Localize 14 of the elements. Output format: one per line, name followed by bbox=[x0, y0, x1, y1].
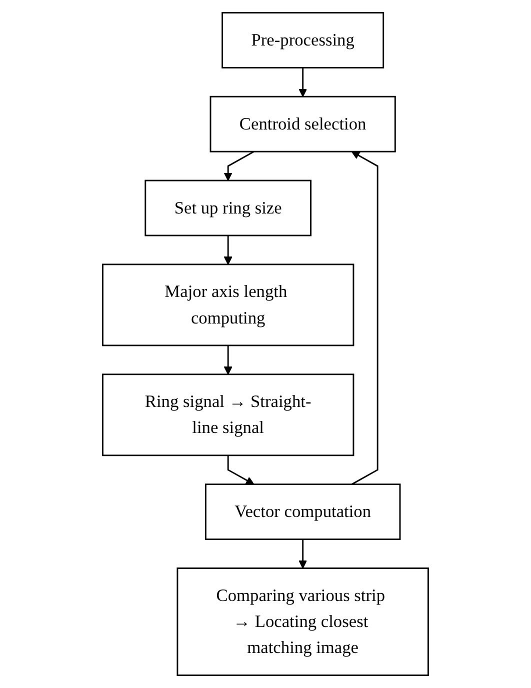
arrow bbox=[298, 68, 308, 97]
node-box: Vector computation bbox=[205, 484, 401, 540]
arrow bbox=[227, 455, 254, 485]
arrow bbox=[298, 539, 308, 569]
arrow bbox=[224, 236, 232, 265]
arrow bbox=[351, 151, 378, 485]
node-box: Set up ring size bbox=[144, 180, 312, 236]
arrow bbox=[224, 150, 254, 181]
arrow bbox=[224, 345, 232, 375]
node-box: Major axis length computing bbox=[102, 264, 354, 346]
node-box: Centroid selection bbox=[210, 96, 396, 152]
node-box: Ring signal → Straight-line signal bbox=[102, 374, 354, 456]
node-box: Comparing various strip → Locating closest matching image bbox=[176, 568, 429, 676]
node-box: Pre-processing bbox=[222, 12, 384, 68]
